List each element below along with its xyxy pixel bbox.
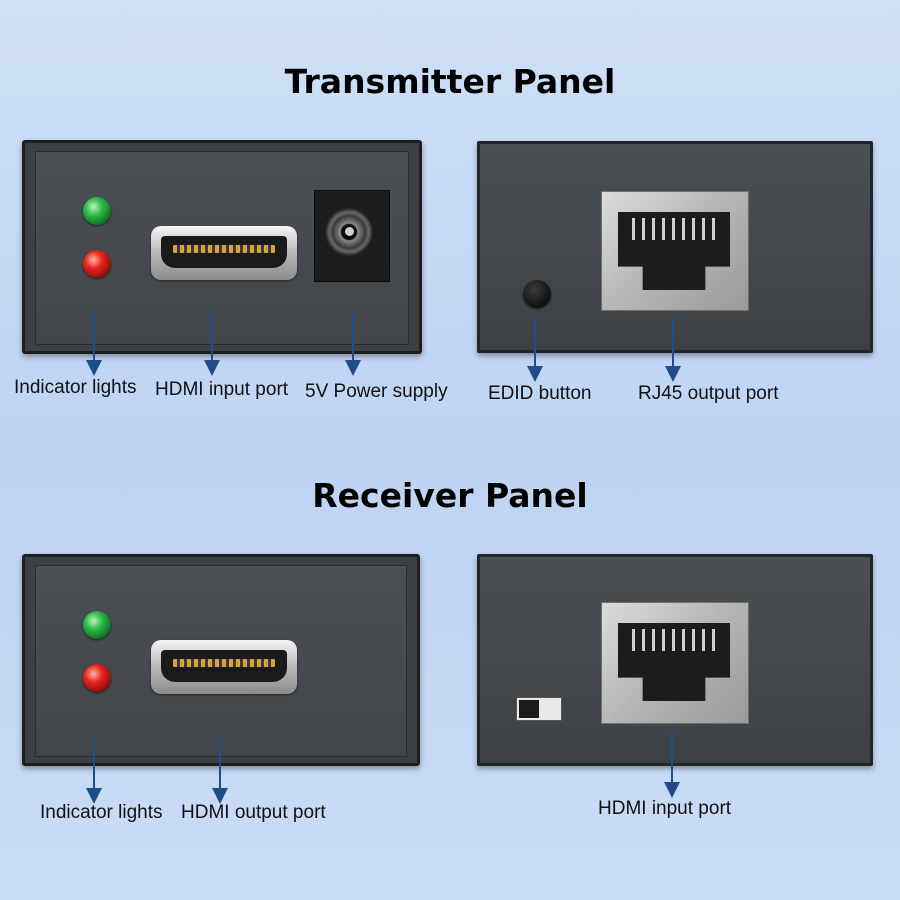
receiver-front-panel [22, 554, 420, 766]
transmitter-rear-panel [477, 141, 873, 353]
edid-button [523, 280, 551, 308]
green-indicator-light [83, 197, 111, 225]
receiver-panel-title: Receiver Panel [312, 476, 588, 515]
transmitter-front-face [35, 151, 409, 345]
rj45-output-port-label: RJ45 output port [638, 383, 779, 404]
hdmi-output-port-label: HDMI output port [181, 802, 326, 823]
hdmi-output-port [151, 640, 297, 694]
red-indicator-light [83, 250, 111, 278]
green-indicator-light [83, 611, 111, 639]
rear-input-port [601, 602, 749, 724]
power-supply-label: 5V Power supply [305, 381, 448, 402]
red-indicator-light [83, 664, 111, 692]
transmitter-front-panel [22, 140, 422, 354]
edid-button-label: EDID button [488, 383, 592, 404]
hdmi-input-port-label: HDMI input port [155, 379, 289, 400]
transmitter-panel-title: Transmitter Panel [284, 62, 616, 101]
receiver-rear-panel [477, 554, 873, 766]
toggle-switch [516, 697, 562, 721]
receiver-front-face [35, 565, 407, 757]
indicator-lights-label: Indicator lights [14, 377, 137, 398]
rx-hdmi-input-port-label: HDMI input port [598, 798, 732, 819]
rj45-output-port [601, 191, 749, 311]
rx-indicator-lights-label: Indicator lights [40, 802, 163, 823]
hdmi-input-port [151, 226, 297, 280]
power-jack [314, 190, 390, 282]
